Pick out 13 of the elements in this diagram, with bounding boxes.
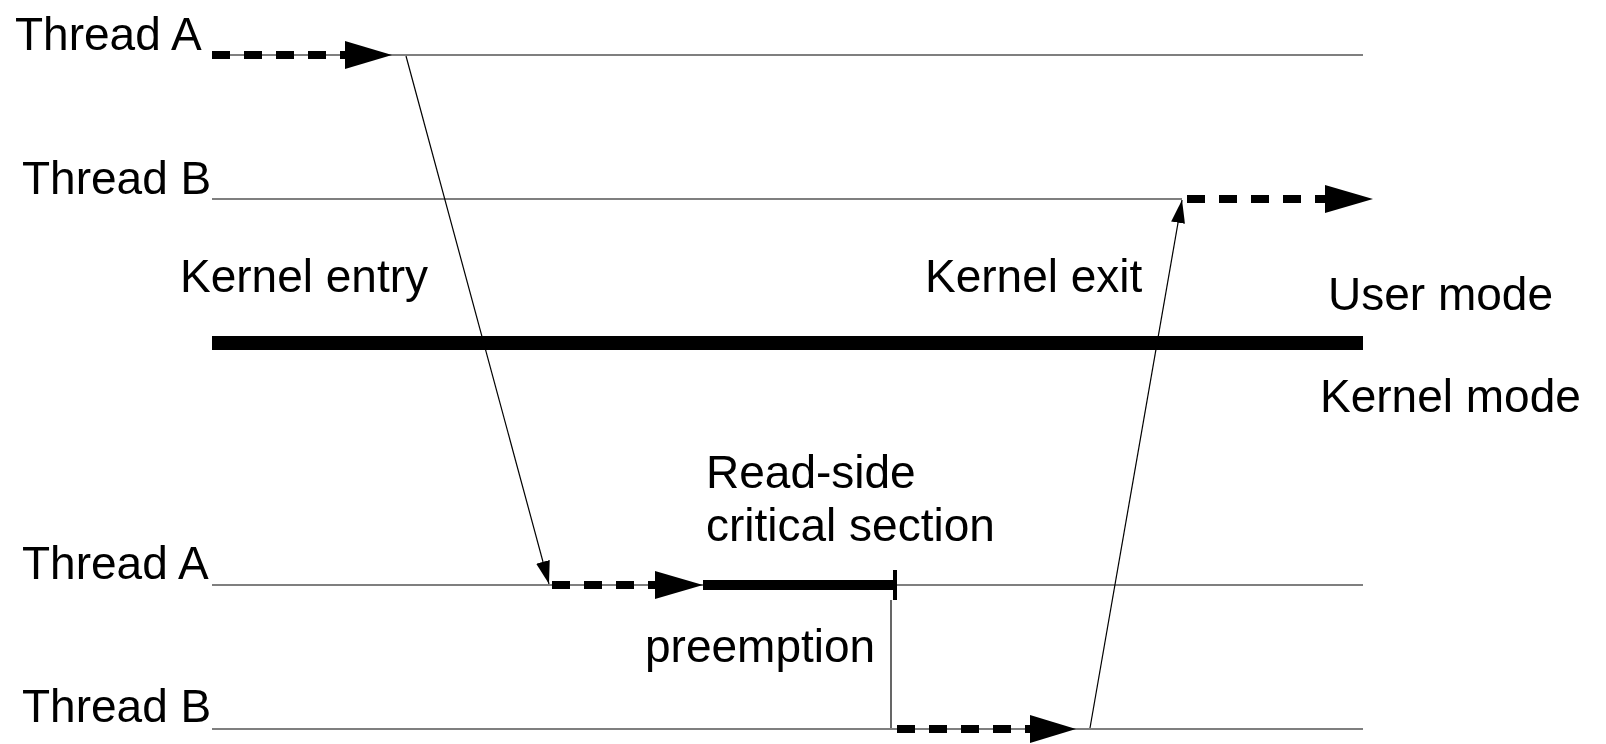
thread-label: Thread A xyxy=(15,8,202,61)
timeline xyxy=(212,728,1363,730)
arrow xyxy=(1089,199,1185,729)
mode-label: User mode xyxy=(1328,268,1553,321)
arrow xyxy=(405,55,550,585)
thread-label: Thread B xyxy=(22,680,212,733)
thread-label: Thread A xyxy=(22,537,209,590)
mode-label: Kernel mode xyxy=(1320,370,1581,423)
timeline xyxy=(212,198,1182,200)
connector-line xyxy=(890,599,892,729)
critical-section-bar xyxy=(703,570,897,600)
thread-label: Thread B xyxy=(22,152,212,205)
section-label: Read-side critical section xyxy=(706,446,996,552)
